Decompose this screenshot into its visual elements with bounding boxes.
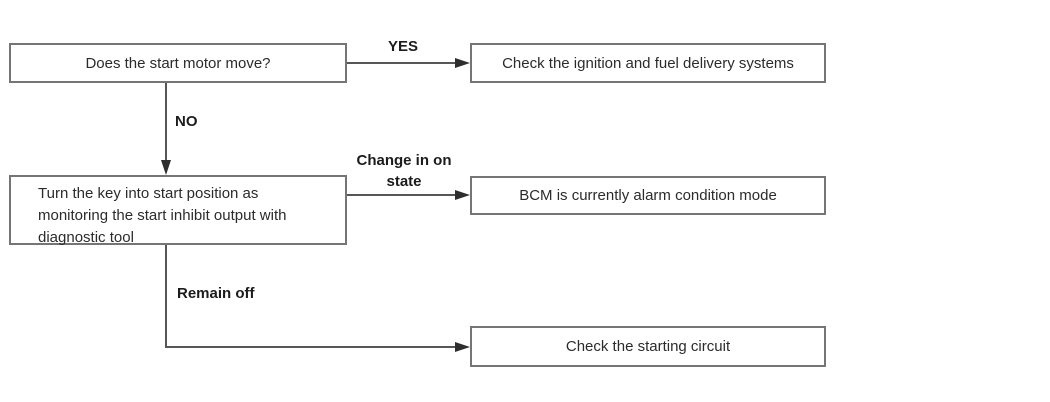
arrow-change-in-on-state [347,190,470,200]
arrow-remain-off [165,245,470,352]
arrow-no [161,83,171,175]
node-start-motor-question-text: Does the start motor move? [85,54,271,72]
node-starting-circuit-action: Check the starting circuit [470,326,826,367]
edge-label-no: NO [175,113,198,130]
node-ignition-fuel-action-text: Check the ignition and fuel delivery sys… [502,54,794,72]
node-ignition-fuel-action: Check the ignition and fuel delivery sys… [470,43,826,83]
edge-label-remain-off: Remain off [177,285,255,302]
edge-label-yes: YES [387,38,418,55]
arrow-yes [347,58,470,68]
node-bcm-alarm-result: BCM is currently alarm condition mode [470,176,826,215]
node-key-start-instruction-text: Turn the key into start position as moni… [38,185,287,246]
node-key-start-instruction: Turn the key into start position as moni… [9,175,347,246]
node-bcm-alarm-result-text: BCM is currently alarm condition mode [519,187,777,204]
node-start-motor-question: Does the start motor move? [9,43,347,83]
edge-label-change-in-on-state: Change in on state [356,152,452,190]
node-starting-circuit-action-text: Check the starting circuit [565,338,731,355]
